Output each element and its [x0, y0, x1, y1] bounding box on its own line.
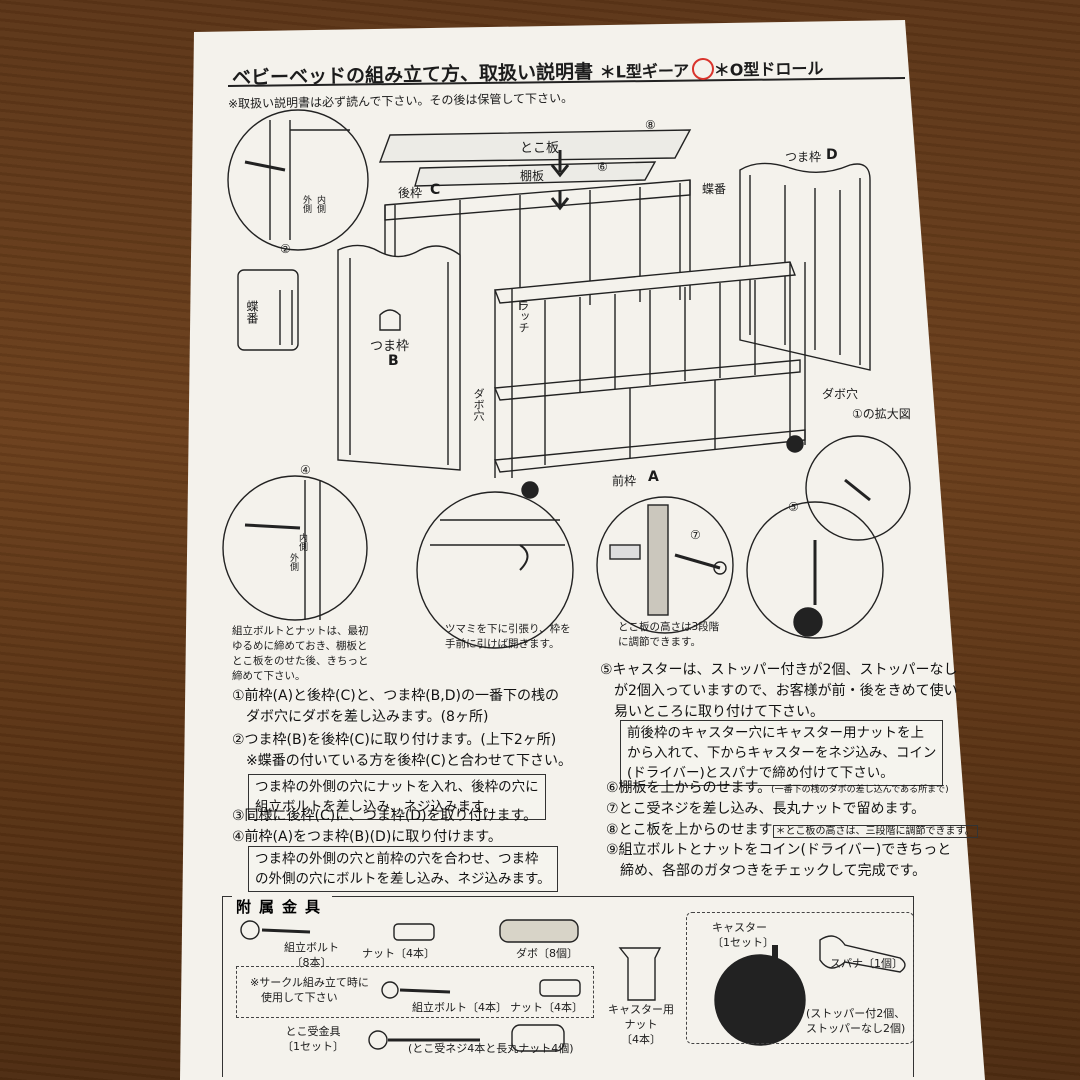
step-4-detail-box: つま枠の外側の穴と前枠の穴を合わせ、つま枠 の外側の穴にボルトを差し込み、ネジ込… — [248, 846, 558, 892]
step-6: ⑥棚板を上からのせます。(一番下の桟のダボの差し込んである所まで) — [606, 778, 949, 801]
label-num4: ④ — [300, 463, 311, 477]
label-letter-a: A — [648, 469, 659, 485]
part-tokouke-neji: (とこ受ネジ4本と長丸ナット4個) — [408, 1042, 574, 1055]
step-6-text: ⑥棚板を上からのせます。 — [606, 780, 772, 796]
label-tanaita: 棚板 — [520, 169, 545, 183]
label-num6: ⑥ — [597, 160, 608, 174]
label-zoom1: ①の拡大図 — [852, 407, 911, 421]
part-caster-nut: キャスター用 ナット 〔4本〕 — [608, 1003, 674, 1046]
label-latch: ラッチ — [517, 300, 530, 333]
label-maewaku: 前枠 — [612, 474, 637, 488]
red-circle-mark — [691, 57, 715, 81]
label-chouban-left: 蝶番 — [245, 300, 259, 324]
label-letter-d: D — [826, 147, 838, 163]
label-letter-b: B — [388, 353, 399, 369]
label-num5: ⑤ — [788, 500, 799, 514]
part-bolt-4: 組立ボルト〔4本〕 — [412, 1001, 507, 1014]
label-dabo-ana-right: ダボ穴 — [822, 387, 859, 401]
label-tokoita: とこ板 — [520, 141, 560, 156]
step-5: ⑤キャスターは、ストッパー付きが2個、ストッパーなし が2個入っていますので、お… — [600, 662, 958, 720]
step-2: ②つま枠(B)を後枠(C)に取り付けます。(上下2ヶ所) ※蝶番の付いている方を… — [232, 732, 573, 769]
label-chouban-right: 蝶番 — [702, 182, 727, 196]
label-letter-c: C — [430, 182, 441, 198]
part-circle-note: ※サークル組み立て時に 使用して下さい — [250, 976, 369, 1004]
option-o-type: ＊O型ドロール — [713, 58, 824, 80]
label-num8: ⑧ — [645, 118, 656, 132]
label-dabo-ana-mid: ダボ穴 — [472, 388, 485, 421]
step-1: ①前枠(A)と後枠(C)と、つま枠(B,D)の一番下の桟の ダボ穴にダボを差し込… — [232, 688, 559, 725]
caption-tokoita-height: とこ板の高さは3段階 に調節できます。 — [618, 621, 720, 648]
part-spanner: スパナ〔1個〕 — [830, 957, 903, 970]
part-stopper-note: (ストッパー付2個、 ストッパーなし2個) — [806, 1007, 906, 1035]
step-7: ⑦とこ受ネジを差し込み、長丸ナットで留めます。 — [606, 801, 926, 817]
step-3-4: ③同様に後枠(C)に、つま枠(D)を取り付けます。 ④前枠(A)をつま枠(B)(… — [232, 808, 538, 845]
label-tsumawaku-b: つま枠 — [370, 339, 410, 354]
part-dabo-8: ダボ〔8個〕 — [516, 947, 578, 960]
part-nut-4: ナット〔4本〕 — [362, 947, 435, 960]
label-sotogawa: 外側 — [301, 195, 311, 213]
step-2-detail-box: つま枠の外側の穴にナットを入れ、後枠の穴に 組立ボルトを差し込み、ネジ込みます。 — [248, 774, 546, 820]
label-sotogawa2: 外側 — [288, 553, 298, 571]
included-hardware-title: 附属金具 — [232, 896, 333, 917]
caption-tsumami: ツマミを下に引張り、枠を 手前に引けば開きます。 — [445, 623, 571, 650]
label-ushirowaku: 後枠 — [398, 186, 423, 200]
part-nut-4b: ナット〔4本〕 — [510, 1001, 583, 1014]
step-8-note: ＊とこ板の高さは、三段階に調節できます。 — [772, 825, 978, 838]
caster-dashed-box — [686, 912, 914, 1044]
step-5-detail-box: 前後枠のキャスター穴にキャスター用ナットを上 から入れて、下からキャスターをネジ… — [620, 720, 944, 786]
circle-use-dashed-box — [236, 966, 594, 1018]
label-num7: ⑦ — [690, 528, 701, 542]
step-8: ⑧とこ板を上からのせます＊とこ板の高さは、三段階に調節できます。 — [606, 820, 978, 842]
part-tokoukegu: とこ受金具 〔1セット〕 — [282, 1025, 344, 1053]
label-num2: ② — [280, 242, 291, 256]
label-tsumawaku-d: つま枠 — [785, 150, 822, 164]
label-uchigawa2: 内側 — [297, 533, 307, 551]
step-8-text: ⑧とこ板を上からのせます — [606, 822, 773, 838]
part-caster: キャスター 〔1セット〕 — [712, 921, 774, 949]
label-uchigawa: 内側 — [315, 195, 325, 213]
step-6-note: (一番下の桟のダボの差し込んである所まで) — [771, 785, 949, 795]
step-9: ⑨組立ボルトとナットをコイン(ドライバー)できちっと 締め、各部のガタつきをチェ… — [606, 842, 952, 879]
caption-bolt-tightening: 組立ボルトとナットは、最初 ゆるめに締めておき、棚板と とこ板をのせた後、きちっ… — [232, 625, 369, 682]
part-bolt-8: 組立ボルト 〔8本〕 — [284, 941, 339, 969]
option-l-type: ＊L型ギーア — [599, 61, 690, 82]
